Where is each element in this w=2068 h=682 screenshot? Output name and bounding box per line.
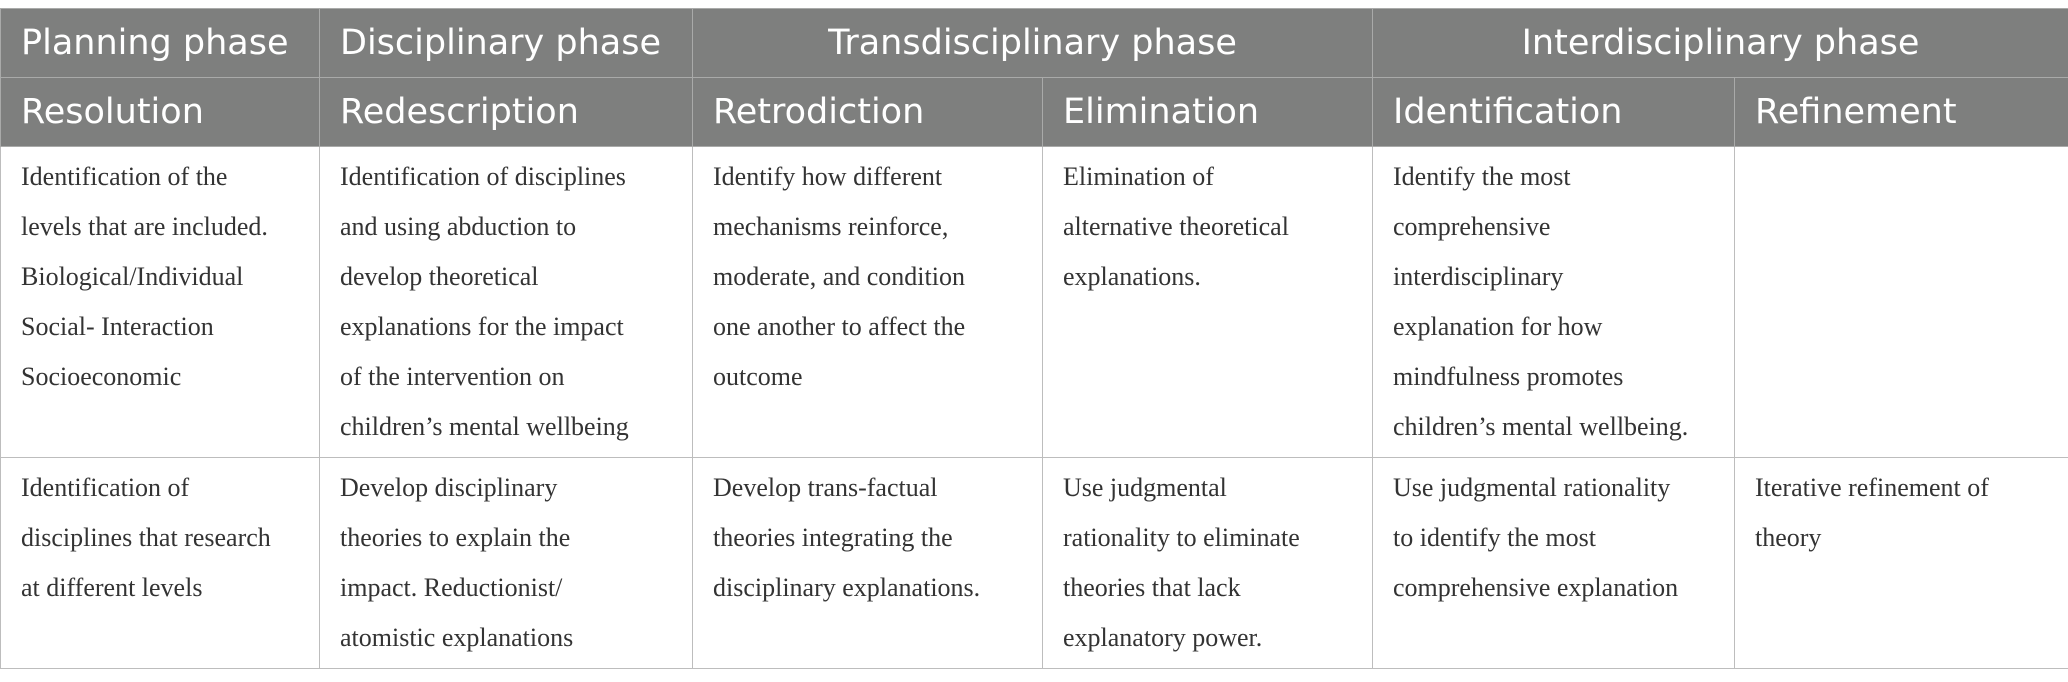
table-cell: Develop trans-factual theories integratin… [692, 457, 1043, 669]
cell-text-line: theories integrating the [713, 523, 953, 552]
cell-text-line: children’s mental wellbeing. [1393, 412, 1689, 441]
cell-text-line: Socioeconomic [21, 362, 182, 391]
cell-text-line: explanatory power. [1063, 623, 1263, 652]
cell-text-line: rationality to eliminate [1063, 523, 1300, 552]
step-header-identification: Identification [1372, 77, 1735, 147]
cell-text-line: Identification of disciplines [340, 162, 626, 191]
cell-text-line: disciplines that research [21, 523, 271, 552]
cell-text-line: Elimination of [1063, 162, 1214, 191]
cell-text-line: explanation for how [1393, 312, 1603, 341]
cell-text-line: theories to explain the [340, 523, 571, 552]
cell-text-line: and using abduction to [340, 212, 577, 241]
phase-header-row: Planning phase Disciplinary phase Transd… [0, 8, 2068, 78]
cell-text-line: alternative theoretical [1063, 212, 1289, 241]
cell-text-line: one another to affect the [713, 312, 966, 341]
cell-text-line: mechanisms reinforce, [713, 212, 949, 241]
step-header-elimination: Elimination [1042, 77, 1373, 147]
step-header-retrodiction: Retrodiction [692, 77, 1043, 147]
cell-text-line: of the intervention on [340, 362, 565, 391]
step-header-row: Resolution Redescription Retrodiction El… [0, 77, 2068, 147]
phase-header-transdisciplinary: Transdisciplinary phase [692, 8, 1373, 78]
step-header-redescription: Redescription [319, 77, 693, 147]
cell-text-line: disciplinary explanations. [713, 573, 981, 602]
phase-header-planning: Planning phase [0, 8, 320, 78]
cell-text-line: Identify the most [1393, 162, 1571, 191]
step-header-refinement: Refinement [1733, 77, 2068, 147]
phases-table: Planning phase Disciplinary phase Transd… [0, 8, 2068, 669]
table-cell: Identification of disciplines and using a… [319, 146, 693, 458]
cell-text-line: Use judgmental rationality [1393, 473, 1671, 502]
cell-text-line: Develop trans-factual [713, 473, 938, 502]
table-cell: Use judgmental rationality to identify th… [1372, 457, 1735, 669]
table-cell: Identify the most comprehensive interdisci… [1372, 146, 1735, 458]
table-cell: Use judgmental rationality to eliminate th… [1042, 457, 1373, 669]
cell-text-line: Identification of the [21, 162, 228, 191]
cell-text-line: Social- Interaction [21, 312, 214, 341]
table-cell: Identification of the levels that are inc… [0, 146, 320, 458]
cell-text-line: Use judgmental [1063, 473, 1227, 502]
cell-text-line: theory [1755, 523, 1822, 552]
cell-text-line: explanations. [1063, 262, 1201, 291]
table-cell: Identify how different mechanisms reinfor… [692, 146, 1043, 458]
phase-header-disciplinary: Disciplinary phase [319, 8, 693, 78]
cell-text-line: explanations for the impact [340, 312, 624, 341]
table-cell: Develop disciplinary theories to explain … [319, 457, 693, 669]
table-row: Identification of disciplines that resear… [0, 457, 2068, 669]
cell-text-line: moderate, and condition [713, 262, 965, 291]
cell-text-line: Develop disciplinary [340, 473, 558, 502]
table-cell: Identification of disciplines that resear… [0, 457, 320, 669]
step-header-resolution: Resolution [0, 77, 320, 147]
cell-text-line: impact. Reductionist/ [340, 573, 563, 602]
cell-text-line: Identification of [21, 473, 190, 502]
phase-header-interdisciplinary: Interdisciplinary phase [1371, 8, 2068, 78]
cell-text-line: Iterative refinement of [1755, 473, 1989, 502]
cell-text-line: Identify how different [713, 162, 943, 191]
cell-text-line: interdisciplinary [1393, 262, 1564, 291]
cell-text-line: atomistic explanations [340, 623, 574, 652]
cell-text-line: outcome [713, 362, 803, 391]
cell-text-line: children’s mental wellbeing [340, 412, 629, 441]
cell-text-line: develop theoretical [340, 262, 539, 291]
table-cell: Iterative refinement of theory [1733, 457, 2068, 669]
cell-text-line: theories that lack [1063, 573, 1241, 602]
cell-text-line: Biological/Individual [21, 262, 244, 291]
table-row: Identification of the levels that are inc… [0, 146, 2068, 458]
cell-text-line: to identify the most [1393, 523, 1596, 552]
cell-text-line: comprehensive explanation [1393, 573, 1679, 602]
cell-text-line: mindfulness promotes [1393, 362, 1624, 391]
cell-text-line: levels that are included. [21, 212, 268, 241]
cell-text-line: comprehensive [1393, 212, 1551, 241]
table-cell [1733, 146, 2068, 458]
cell-text-line: at different levels [21, 573, 203, 602]
table-cell: Elimination of alternative theoretical exp… [1042, 146, 1373, 458]
